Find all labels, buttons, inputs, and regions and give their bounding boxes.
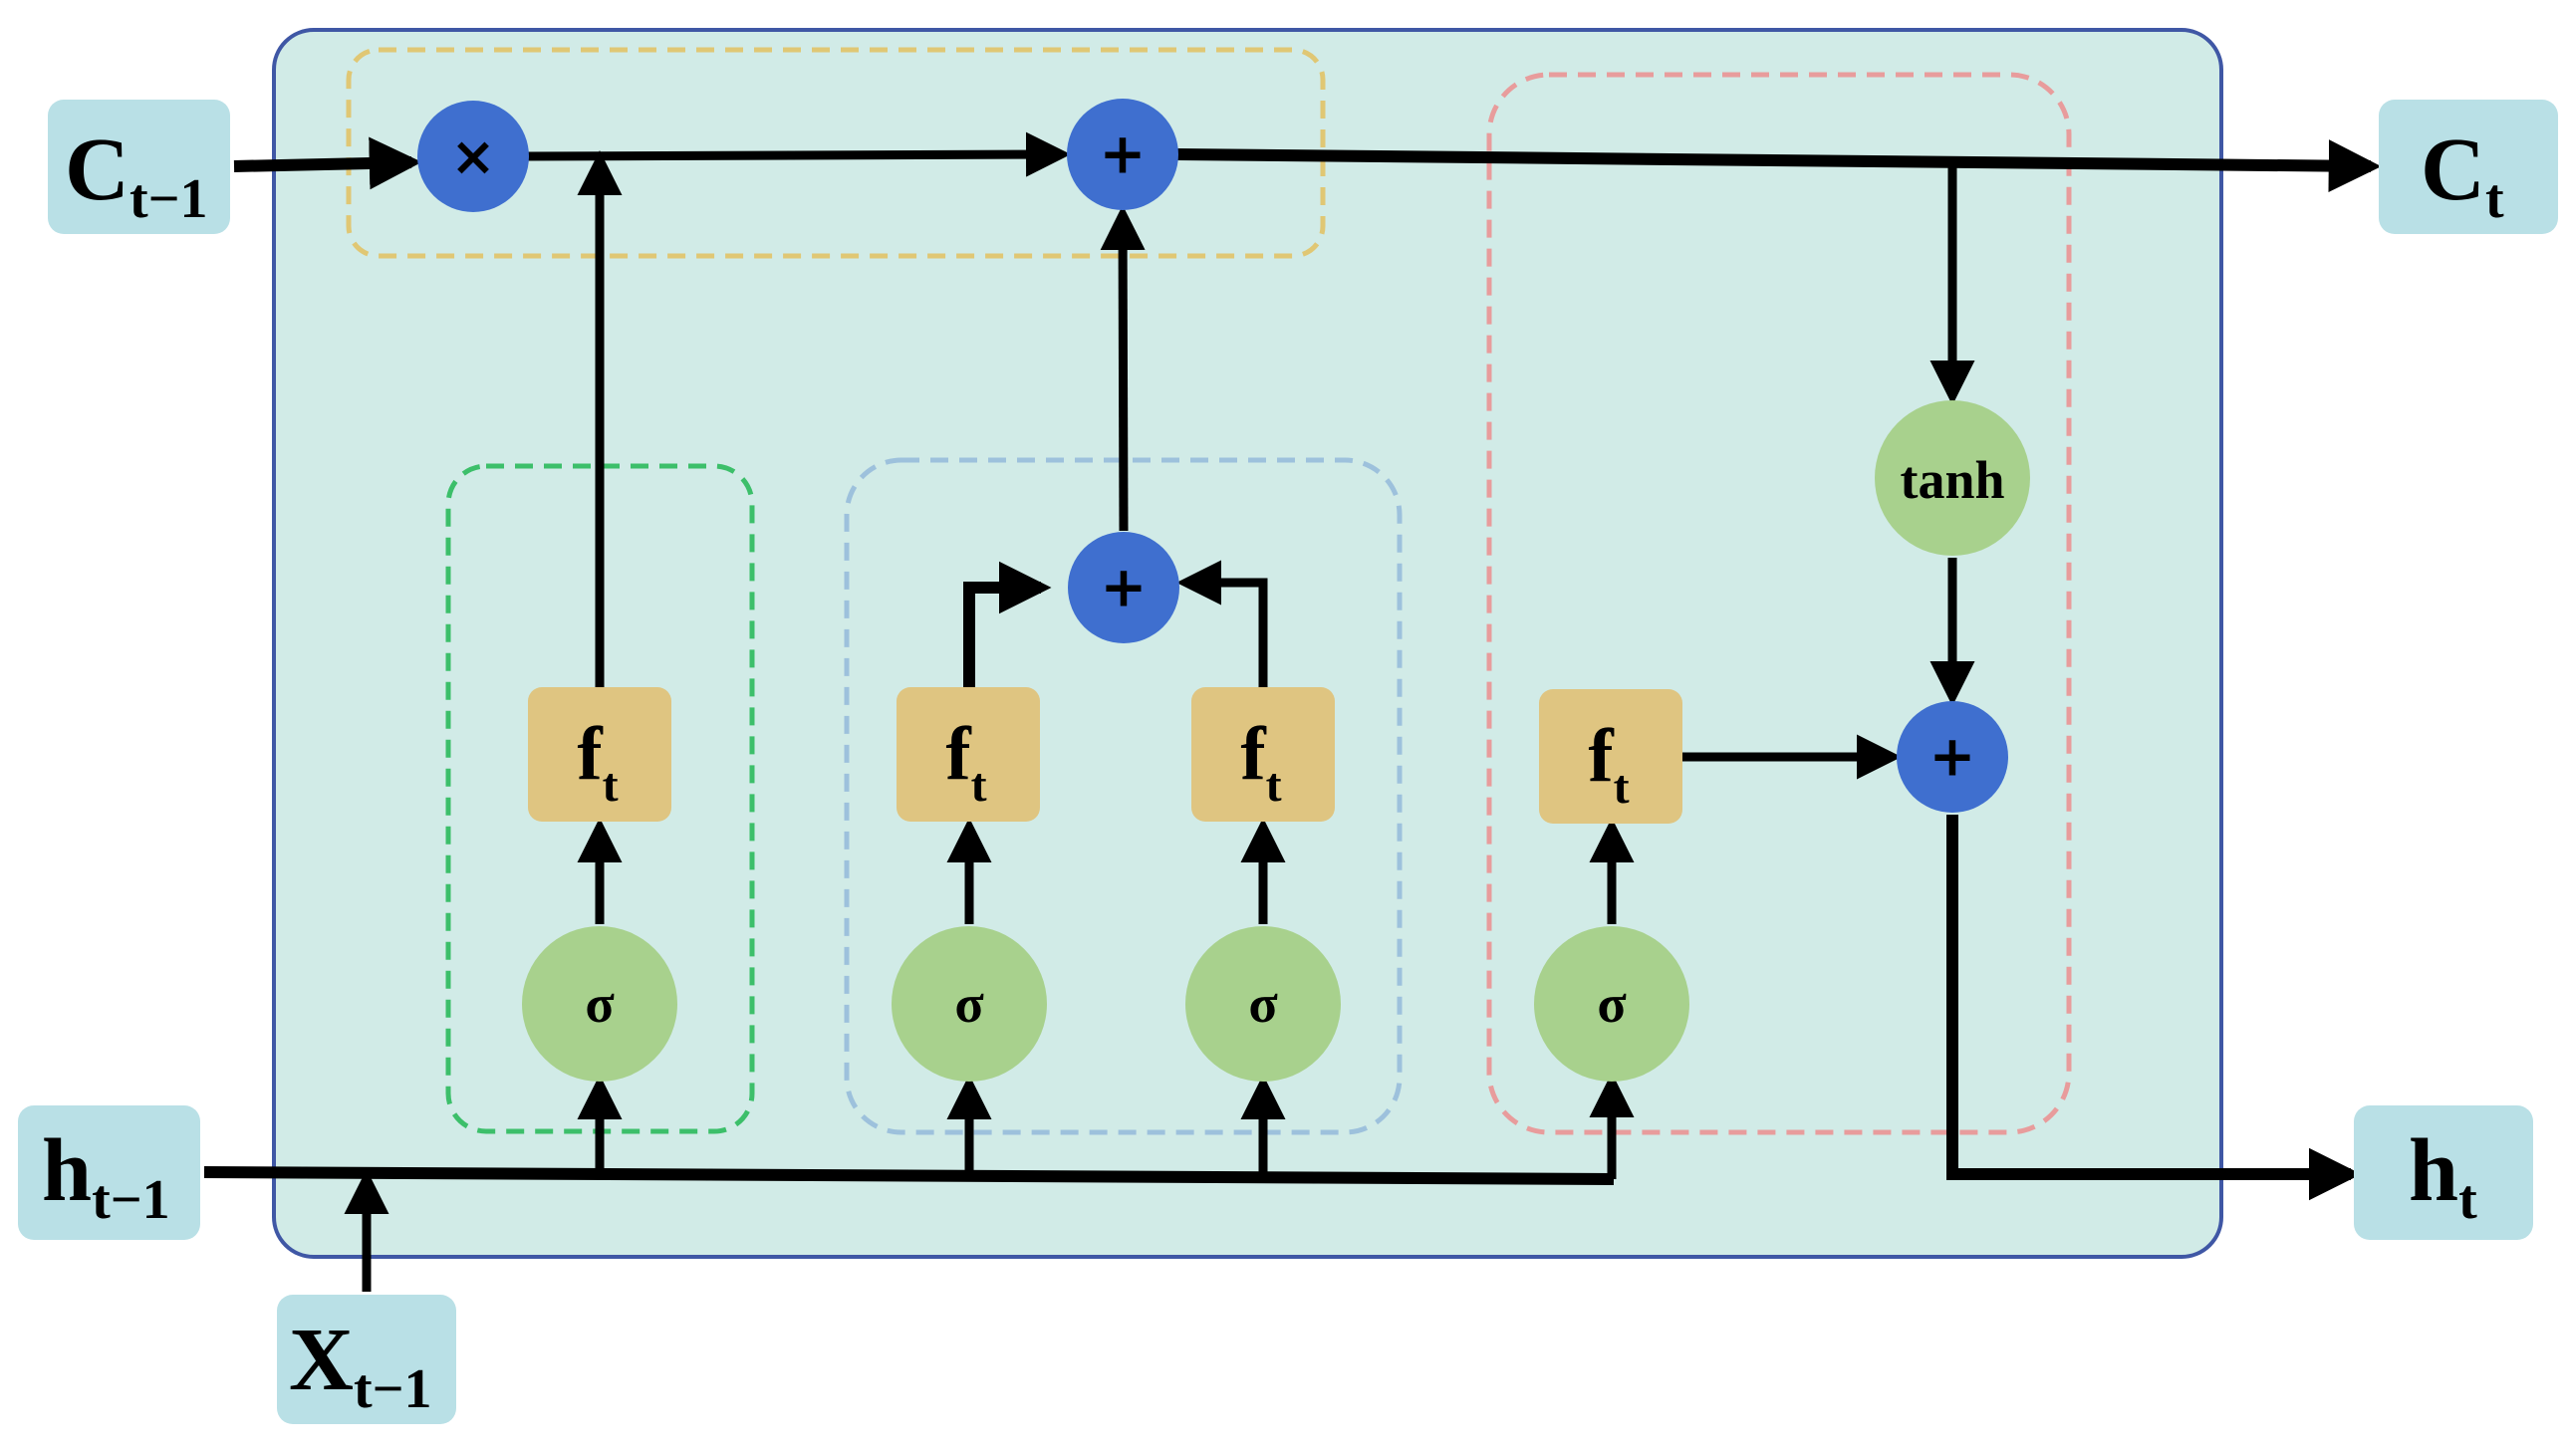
sigma-node-3: σ [1185,926,1341,1082]
sigma-label: σ [954,974,984,1034]
tanh-label: tanh [1900,450,2004,510]
gate-box-forget: ft [528,687,671,822]
wire-output-add-to-hout [1946,815,2362,1201]
sigma-node-1: σ [522,926,677,1082]
input-h-prev: ht−1 [18,1105,200,1240]
gate-label: ft [577,712,618,812]
multiply-icon: × [450,125,495,188]
wire-hprev-bus [203,1166,1615,1185]
lstm-cell-body [272,28,2223,1259]
gate-label: ft [945,712,986,812]
input-c-prev: Ct−1 [48,100,230,234]
h-prev-label: ht−1 [42,1121,170,1231]
sigma-node-2: σ [892,926,1047,1082]
plus-icon: + [1100,122,1147,187]
multiply-node: × [417,101,529,212]
wire-gate-3-to-inner-add [1176,560,1268,687]
sigma-label: σ [1248,974,1278,1034]
gate-box-input-2: ft [1191,687,1335,822]
gate-label: ft [1240,712,1281,812]
gate-box-output: ft [1539,689,1682,824]
h-out-label: ht [2409,1121,2477,1231]
input-gate-group [844,457,1403,1135]
gate-box-input-1: ft [897,687,1040,822]
sigma-label: σ [1597,974,1627,1034]
wire-inner-add-to-state-add [1100,205,1146,532]
input-x-prev: Xt−1 [277,1295,456,1424]
input-add-node: + [1068,532,1179,643]
wire-gate-2-to-inner-add [963,561,1052,687]
wire-cprev-to-multiply [233,136,422,190]
tanh-node: tanh [1875,400,2030,556]
state-add-node: + [1067,99,1178,210]
plus-icon: + [1101,556,1148,620]
wire-multiply-to-add [524,131,1071,177]
output-c-t: Ct [2379,100,2558,234]
x-prev-label: Xt−1 [289,1311,432,1420]
c-out-label: Ct [2421,121,2504,230]
output-h-t: ht [2354,1105,2533,1240]
output-gate-group [1486,72,2072,1135]
plus-icon: + [1929,725,1976,790]
sigma-node-4: σ [1534,926,1689,1082]
wire-add-to-cout [1176,139,2382,192]
sigma-label: σ [585,974,615,1034]
gate-label: ft [1588,714,1629,814]
c-prev-label: Ct−1 [65,121,208,230]
output-add-node: + [1897,701,2008,813]
